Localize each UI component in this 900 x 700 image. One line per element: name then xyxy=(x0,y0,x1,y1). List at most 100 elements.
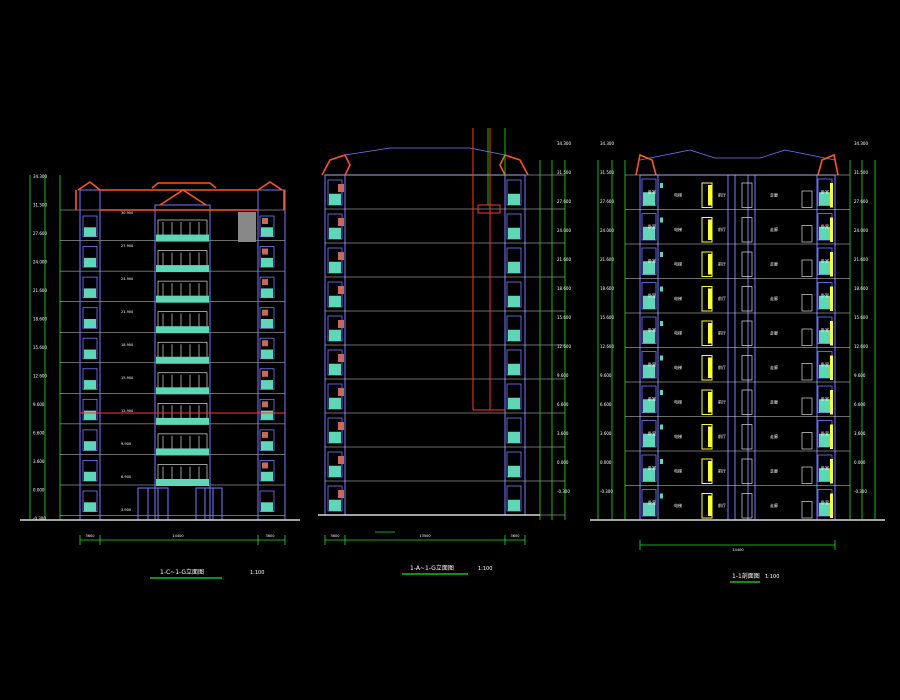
marker xyxy=(660,183,663,188)
elevation-label: -0.300 xyxy=(557,489,570,494)
window-glass xyxy=(819,399,831,413)
drawing-title: 1-C~1-G立面图 xyxy=(160,568,204,576)
elevation-front: 34.30031.50027.60024.00021.60018.60015.6… xyxy=(20,174,300,579)
dimension-text: 3600 xyxy=(511,534,520,538)
room-label: 卧室 xyxy=(821,430,829,436)
brick-pier xyxy=(262,401,268,408)
door-leaf xyxy=(708,323,712,344)
window-glass xyxy=(643,364,655,378)
elevation-label: 12.600 xyxy=(33,374,47,379)
section-drawing: 卧室电梯前厅走廊卧室卧室电梯前厅走廊卧室卧室电梯前厅走廊卧室卧室电梯前厅走廊卧室… xyxy=(590,141,885,583)
elevation-label: 21.600 xyxy=(600,257,614,262)
door xyxy=(801,397,813,415)
door xyxy=(801,328,813,346)
elevation-label: 21.600 xyxy=(33,288,47,293)
inner-elevation-label: 24.900 xyxy=(121,277,133,281)
balcony-rail xyxy=(156,387,209,395)
elevation-label: 0.000 xyxy=(33,488,45,493)
inner-elevation-label: 21.900 xyxy=(121,310,133,314)
room-label: 卧室 xyxy=(648,499,656,505)
door xyxy=(741,424,753,450)
balcony-rail xyxy=(156,479,209,486)
elevation-label: 18.600 xyxy=(600,286,614,291)
window-glass xyxy=(508,397,520,409)
room-label: 卧室 xyxy=(821,464,829,470)
window-glass xyxy=(643,261,655,275)
elevation-label: 6.600 xyxy=(854,402,866,407)
door xyxy=(801,466,813,484)
door-leaf xyxy=(708,426,712,447)
room-label: 卧室 xyxy=(648,223,656,229)
window-glass xyxy=(84,471,96,481)
room-label: 走廊 xyxy=(770,502,778,508)
room-label: 前厅 xyxy=(718,191,726,197)
door xyxy=(801,190,813,208)
room-label: 卧室 xyxy=(648,257,656,263)
marker xyxy=(660,459,663,464)
elevation-label: 9.600 xyxy=(854,373,866,378)
elevation-label: 18.600 xyxy=(854,286,868,291)
elevation-label: -0.300 xyxy=(854,489,867,494)
window-glass xyxy=(819,192,831,206)
door xyxy=(741,217,753,243)
elevation-label: 15.600 xyxy=(600,315,614,320)
window-glass xyxy=(329,363,341,375)
inner-elevation-label: 18.900 xyxy=(121,343,133,347)
window-glass xyxy=(819,261,831,275)
window-glass xyxy=(261,227,273,237)
floor-lines xyxy=(325,174,565,516)
window-glass xyxy=(508,193,520,205)
door xyxy=(801,225,813,243)
elevation-label: 27.600 xyxy=(557,199,571,204)
marker xyxy=(830,493,833,518)
room-label: 卧室 xyxy=(648,188,656,194)
window-glass xyxy=(329,431,341,443)
windows xyxy=(327,179,522,512)
elevation-label: 6.600 xyxy=(600,402,612,407)
marker xyxy=(830,355,833,380)
bottom-dimension-texts: 14400 xyxy=(732,548,743,552)
elevation-labels-right: 34.30031.50027.60024.00021.60018.60015.6… xyxy=(854,141,868,494)
window-glass xyxy=(643,192,655,206)
elevation-labels: 34.30031.50027.60024.00021.60018.60015.6… xyxy=(33,174,47,521)
window-glass xyxy=(329,193,341,205)
room-label: 卧室 xyxy=(821,188,829,194)
elevation-label: 3.600 xyxy=(854,431,866,436)
room-label: 卧室 xyxy=(821,395,829,401)
door xyxy=(741,320,753,346)
room-label: 前厅 xyxy=(718,502,726,508)
inner-elevation-label: 30.900 xyxy=(121,211,133,215)
elevation-label: 12.600 xyxy=(600,344,614,349)
drawing-scale: 1:100 xyxy=(250,570,264,576)
drawing-scale: 1:100 xyxy=(765,574,779,580)
brick-pier xyxy=(262,309,268,316)
leader-lines xyxy=(487,128,506,205)
window-glass xyxy=(508,329,520,341)
window-glass xyxy=(819,364,831,378)
dimension-text: 13500 xyxy=(419,534,430,538)
elevation-label: 9.600 xyxy=(33,402,45,407)
dimension-text: 14400 xyxy=(732,548,743,552)
brick-pier xyxy=(262,462,268,469)
elevation-label: 24.000 xyxy=(854,228,868,233)
elevation-label: 31.500 xyxy=(854,170,868,175)
balcony-rail xyxy=(156,417,209,425)
window-glass xyxy=(329,329,341,341)
door xyxy=(801,363,813,381)
door xyxy=(741,389,753,415)
brick-pier xyxy=(262,340,268,347)
balcony-rail xyxy=(156,234,209,242)
elevation-label: 34.300 xyxy=(557,141,571,146)
marker xyxy=(830,321,833,346)
windows xyxy=(82,215,275,512)
window-glass xyxy=(261,502,273,512)
elevation-label: 0.000 xyxy=(854,460,866,465)
room-label: 走廊 xyxy=(770,364,778,370)
marker xyxy=(830,286,833,311)
roof xyxy=(635,153,839,176)
window-glass xyxy=(261,318,273,329)
room-label: 走廊 xyxy=(770,433,778,439)
marker xyxy=(660,286,663,292)
section-markers xyxy=(472,128,505,411)
